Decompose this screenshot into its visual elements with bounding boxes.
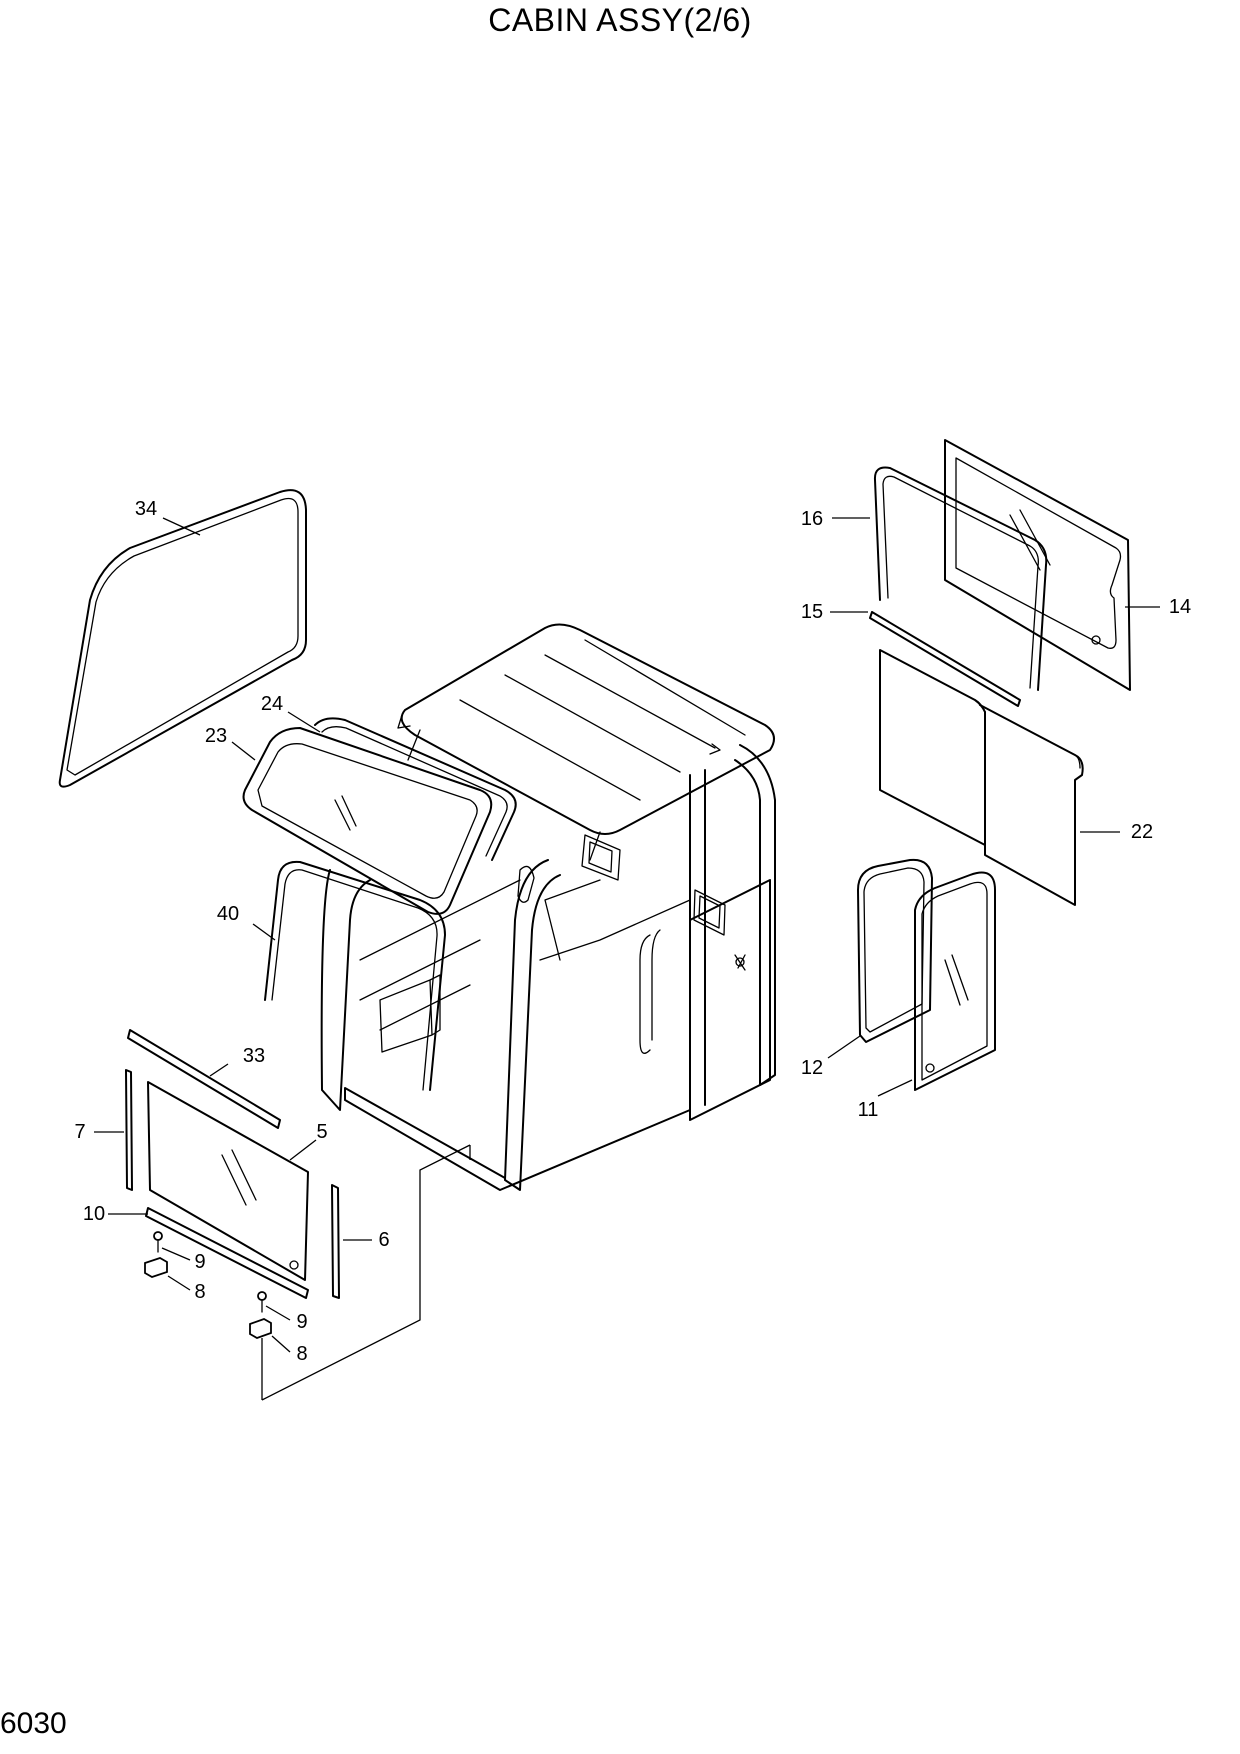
part-33-upper-rail[interactable] (127, 1029, 281, 1129)
callout-5: 5 (316, 1121, 327, 1143)
diagram-title: CABIN ASSY(2/6) (488, 2, 752, 38)
part-8-block-b[interactable] (249, 1318, 272, 1339)
part-34-window-seal[interactable] (58, 489, 307, 788)
part-6-right-seal[interactable] (331, 1184, 340, 1299)
leader-lines (94, 517, 1160, 1401)
callouts: 34 24 23 40 33 7 5 10 9 8 6 9 8 16 15 14… (74, 498, 1191, 1365)
part-15-strip[interactable] (869, 611, 1021, 707)
part-11-door-glass[interactable] (914, 871, 996, 1091)
part-12-door-seal[interactable] (857, 858, 933, 1043)
callout-33: 33 (243, 1045, 265, 1067)
part-10-lower-rail[interactable] (145, 1207, 309, 1299)
callout-23: 23 (205, 725, 227, 747)
callout-8: 8 (194, 1281, 205, 1303)
callout-16: 16 (801, 508, 823, 530)
callout-34: 34 (135, 498, 157, 520)
part-9-bolt-b[interactable] (257, 1291, 267, 1313)
callout-10: 10 (83, 1203, 105, 1225)
callout-7: 7 (74, 1121, 85, 1143)
callout-14: 14 (1169, 596, 1191, 618)
callout-9: 9 (296, 1311, 307, 1333)
part-5-lower-glass[interactable] (147, 1081, 309, 1281)
cabin-frame[interactable] (320, 623, 776, 1191)
callout-15: 15 (801, 601, 823, 623)
page-code: 6030 (0, 1707, 67, 1740)
callout-24: 24 (261, 693, 283, 715)
part-14-side-glass[interactable] (944, 439, 1131, 691)
callout-9: 9 (194, 1251, 205, 1273)
part-16-side-seal[interactable] (873, 466, 1048, 691)
part-8-block-a[interactable] (144, 1257, 168, 1278)
callout-8: 8 (296, 1343, 307, 1365)
callout-12: 12 (801, 1057, 823, 1079)
callout-40: 40 (217, 903, 239, 925)
callout-22: 22 (1131, 821, 1153, 843)
part-23-front-upper-glass[interactable] (242, 727, 493, 915)
part-9-bolt-a[interactable] (153, 1231, 163, 1253)
callout-11: 11 (858, 1099, 879, 1121)
callout-6: 6 (378, 1229, 389, 1251)
part-24-upper-glass-seal[interactable] (314, 717, 517, 861)
part-7-left-seal[interactable] (125, 1069, 133, 1191)
part-22-side-panel[interactable] (879, 649, 1084, 906)
